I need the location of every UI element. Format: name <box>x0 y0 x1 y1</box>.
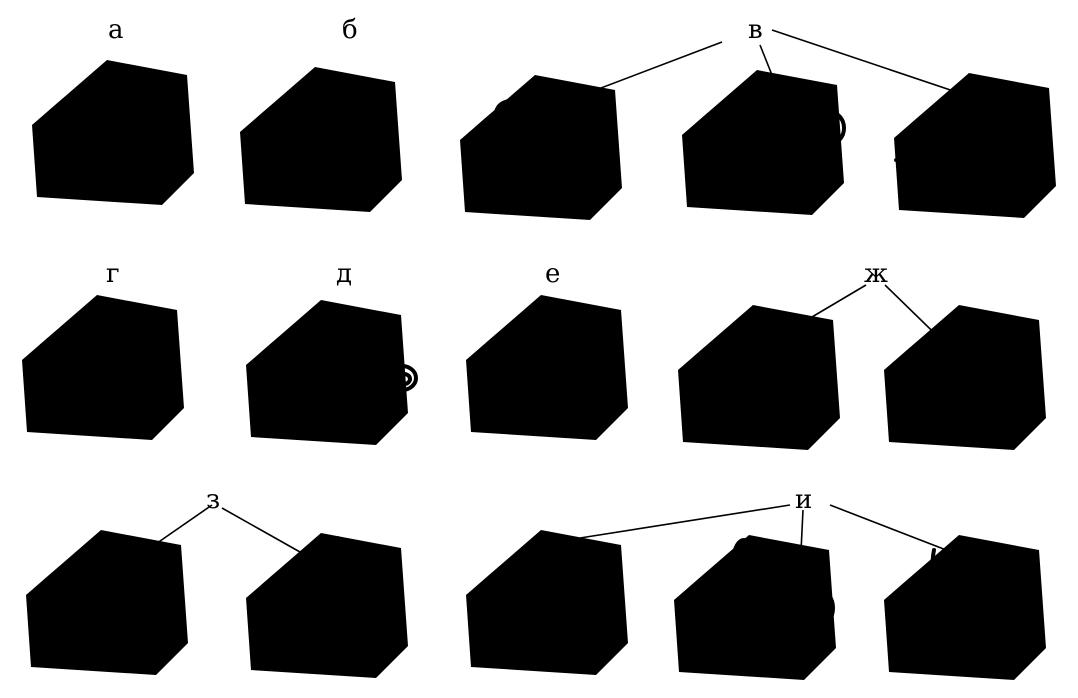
leaders-z <box>149 504 301 553</box>
block-z1 <box>26 530 188 675</box>
label-d: д <box>336 259 352 289</box>
leaders-zh <box>789 284 963 361</box>
label-a: а <box>108 15 124 45</box>
block-v1 <box>460 75 622 220</box>
label-g: г <box>106 259 120 289</box>
label-i: и <box>795 485 812 515</box>
block-v2 <box>682 70 846 215</box>
block-zh2 <box>884 305 1046 450</box>
block-i2 <box>674 535 836 680</box>
leaders-v <box>529 29 996 121</box>
block-b <box>240 67 402 212</box>
label-b: б <box>342 15 358 45</box>
block-z2 <box>246 533 408 678</box>
block-g <box>22 295 184 440</box>
label-z: з <box>206 485 220 515</box>
block-i1 <box>466 530 628 675</box>
block-a <box>32 60 194 205</box>
block-d <box>246 300 418 445</box>
leaders-i <box>579 504 986 573</box>
block-zh1 <box>678 305 840 450</box>
label-e: е <box>545 259 560 289</box>
label-v: в <box>748 15 763 45</box>
label-zh: ж <box>864 259 888 289</box>
block-e <box>466 295 628 440</box>
block-v3 <box>894 73 1056 218</box>
